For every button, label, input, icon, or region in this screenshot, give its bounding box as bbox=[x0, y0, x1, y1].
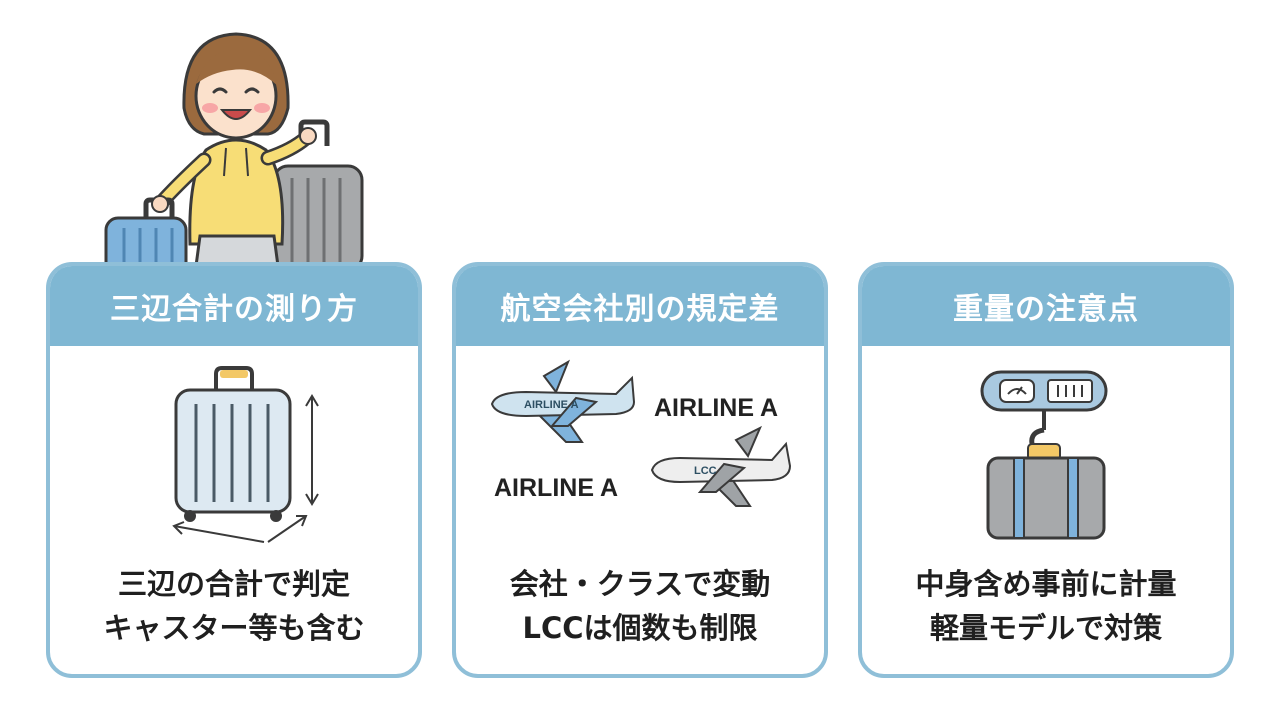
plane-label: LCC bbox=[694, 465, 717, 477]
suitcase-measure-icon bbox=[172, 366, 319, 543]
plane-label: AIRLINE A bbox=[524, 399, 579, 411]
card-caption: 三辺の合計で判定 キャスター等も含む bbox=[50, 562, 418, 650]
airline-a-plane-icon: AIRLINE A bbox=[490, 359, 636, 443]
card-title: 三辺合計の測り方 bbox=[110, 292, 358, 327]
airline-label: AIRLINE A bbox=[654, 394, 779, 422]
card-caption: 会社・クラスで変動 LCCは個数も制限 bbox=[456, 562, 824, 650]
caption-line: 中身含め事前に計量 bbox=[915, 567, 1177, 601]
lcc-plane-icon: LCC bbox=[650, 425, 792, 507]
caption-line: LCCは個数も制限 bbox=[522, 611, 758, 645]
traveler-illustration bbox=[104, 32, 364, 266]
airline-label: AIRLINE A bbox=[494, 474, 619, 502]
caption-line: 三辺の合計で判定 bbox=[117, 567, 350, 601]
card-title: 重量の注意点 bbox=[953, 292, 1139, 327]
card-header: 三辺合計の測り方 bbox=[50, 266, 418, 346]
caption-line: 会社・クラスで変動 bbox=[509, 567, 771, 601]
luggage-scale-icon bbox=[980, 370, 1108, 540]
card-title: 航空会社別の規定差 bbox=[500, 292, 780, 327]
card-size-measure: 三辺合計の測り方 三辺の合計で判定 キャスター等も含む bbox=[46, 262, 422, 678]
caption-line: 軽量モデルで対策 bbox=[929, 611, 1162, 645]
gray-suitcase-icon bbox=[272, 119, 364, 266]
blue-suitcase-icon bbox=[104, 195, 188, 266]
card-airline-rules: 航空会社別の規定差 AIRLINE A LCC AIRLINE A AIRLIN… bbox=[452, 262, 828, 678]
airplane-icon: AIRLINE A LCC bbox=[490, 359, 792, 507]
card-weight-notes: 重量の注意点 中身含め事前に計量 軽量モデルで対策 bbox=[858, 262, 1234, 678]
card-header: 重量の注意点 bbox=[862, 266, 1230, 346]
caption-line: キャスター等も含む bbox=[103, 611, 365, 645]
card-caption: 中身含め事前に計量 軽量モデルで対策 bbox=[862, 562, 1230, 650]
card-header: 航空会社別の規定差 bbox=[456, 266, 824, 346]
